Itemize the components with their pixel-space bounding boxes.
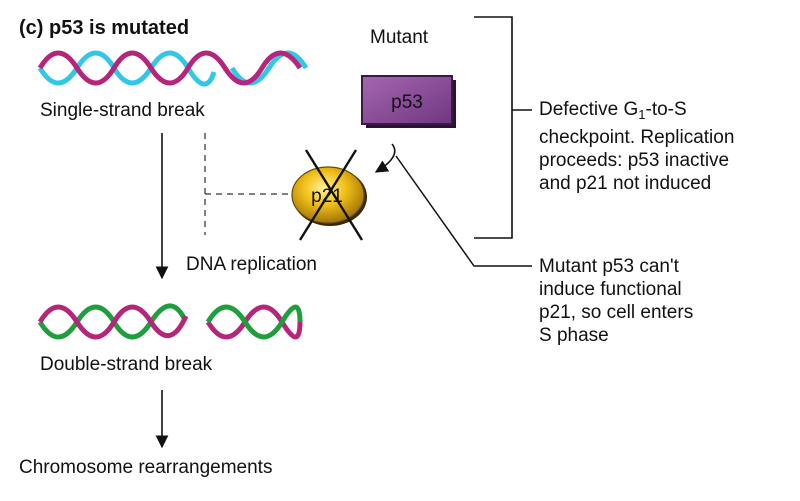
x-mark-line-1 bbox=[304, 149, 364, 241]
checkpoint-subscript: 1 bbox=[638, 107, 646, 122]
magenta-strand-left bbox=[37, 304, 189, 340]
single-strand-break-label: Single-strand break bbox=[40, 100, 205, 121]
single-strand-dna bbox=[37, 50, 309, 87]
p53-label: p53 bbox=[391, 92, 423, 113]
mutant-note-leader bbox=[395, 155, 532, 267]
checkpoint-bracket bbox=[474, 16, 513, 239]
double-strand-break-label: Double-strand break bbox=[40, 354, 213, 375]
checkpoint-suffix: -to-S bbox=[645, 99, 687, 120]
cyan-strand-left bbox=[37, 50, 217, 87]
mutant-p53-note: Mutant p53 can't induce functional p21, … bbox=[539, 256, 694, 346]
checkpoint-prefix: Defective G bbox=[539, 99, 639, 120]
double-strand-dna bbox=[37, 303, 303, 340]
x-mark-line-2 bbox=[298, 149, 358, 241]
checkpoint-note-line1: Defective G1-to-S bbox=[539, 98, 734, 126]
dna-replication-label: DNA replication bbox=[186, 254, 317, 275]
mutant-label: Mutant bbox=[370, 27, 429, 48]
p53-to-p21-arrow bbox=[374, 143, 396, 173]
p53-protein: p53 bbox=[361, 75, 456, 128]
p21-protein: p21 bbox=[291, 166, 367, 226]
magenta-strand-right bbox=[205, 304, 303, 340]
green-strand-right bbox=[205, 304, 303, 340]
cyan-strand-right bbox=[229, 50, 309, 86]
checkpoint-note: Defective G1-to-S checkpoint. Replicatio… bbox=[539, 98, 734, 195]
magenta-strand bbox=[37, 50, 303, 86]
checkpoint-note-rest: checkpoint. Replication proceeds: p53 in… bbox=[539, 127, 735, 194]
chromosome-rearrangements-label: Chromosome rearrangements bbox=[19, 457, 273, 478]
panel-title: (c) p53 is mutated bbox=[19, 17, 190, 39]
